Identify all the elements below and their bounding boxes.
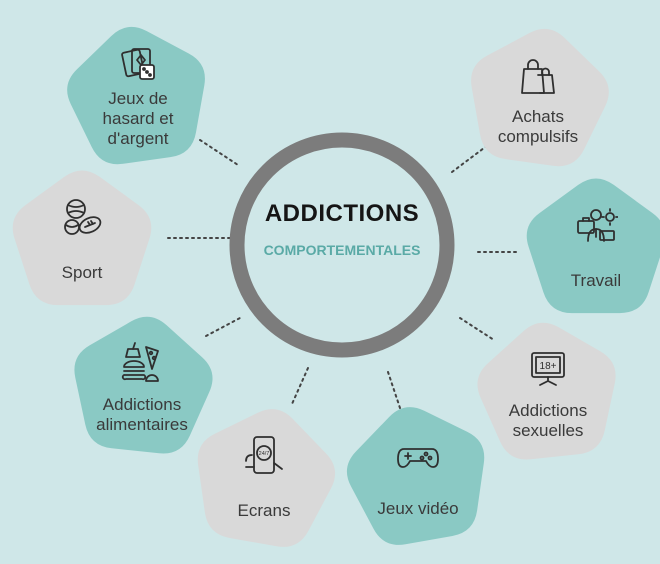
cards-dice-icon [116,43,160,87]
node-travail: Travail [521,175,660,325]
fast-food-icon [120,341,164,385]
label-line: Jeux de [108,89,168,108]
label-line: Addictions [508,401,588,420]
connector-line-6 [459,317,495,341]
connector-line-8 [387,371,401,409]
pentagon-shape [197,409,336,547]
node-label: Sport [7,263,157,283]
label-line: d'argent [107,129,169,148]
node-jeux-video: Jeux vidéo [343,403,493,553]
label-line: Jeux vidéo [377,499,459,518]
pentagon-shape [74,316,213,454]
connector-line-1 [199,139,239,166]
label-line: compulsifs [497,127,579,146]
pentagon-shape [471,28,609,167]
label-line: Addictions [102,395,182,414]
work-team-icon [574,203,619,247]
gamepad-icon [396,431,440,475]
adult-18-icon: 18+ [526,347,570,391]
svg-text:24/7: 24/7 [259,451,270,457]
label-line: sexuelles [512,421,584,440]
smartphone-24-7-icon: 24/7 [242,433,286,477]
pentagon-shape [12,170,152,306]
center-title: ADDICTIONS [264,200,420,227]
center-ring-circle [229,132,455,358]
node-label: Jeux vidéo [343,499,493,519]
node-label: Travail [521,271,660,291]
label-line: Sport [61,263,103,282]
node-label: Ecrans [189,501,339,521]
pentagon-shape [346,407,485,545]
connector-line-5 [205,317,241,337]
label-line: Ecrans [237,501,291,520]
node-sport: Sport [7,167,157,317]
pentagon-shape [67,26,205,165]
sports-balls-icon [60,195,104,239]
pentagon-shape [477,322,616,460]
center-subtitle: COMPORTEMENTALES [263,242,421,258]
label-line: Travail [570,271,622,290]
connector-line-7 [291,367,309,405]
label-line: hasard et [102,109,174,128]
label-line: Achats [512,107,564,126]
svg-text:18+: 18+ [540,361,557,372]
shopping-bags-icon [516,53,560,97]
label-line: alimentaires [96,415,188,434]
pentagon-shape [526,178,660,314]
